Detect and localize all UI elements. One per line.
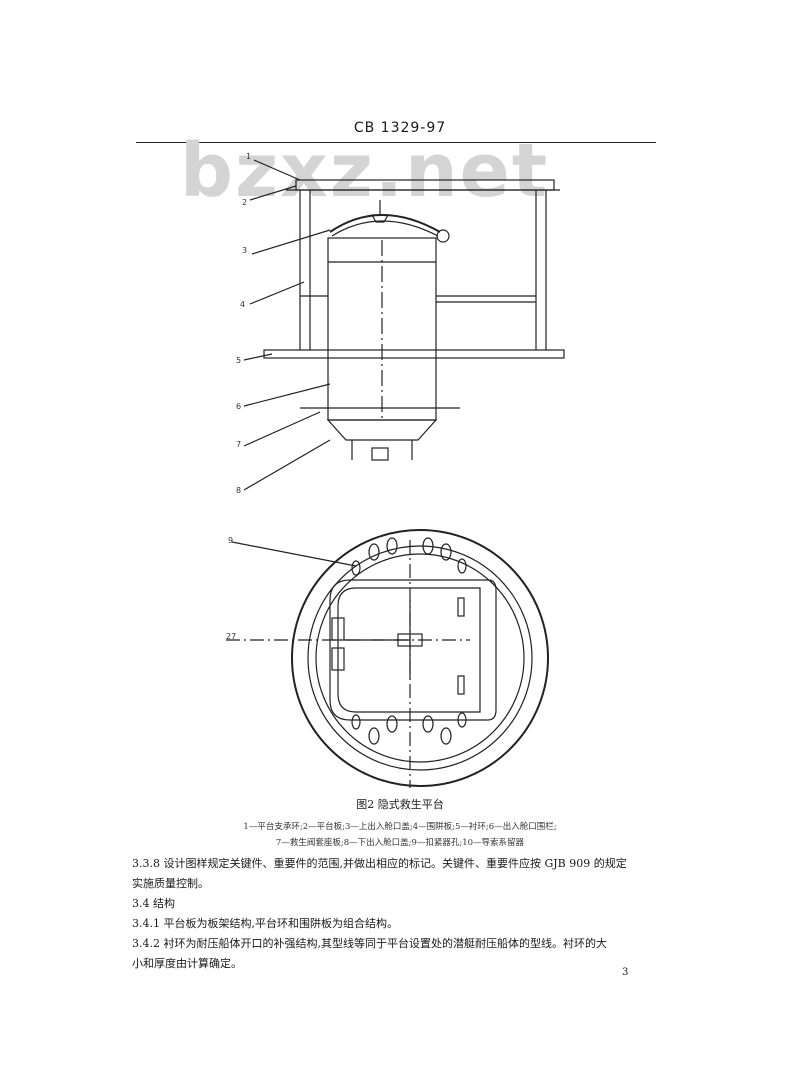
para-3-3-8: 3.3.8 设计图样规定关键件、重要件的范围,并做出相应的标记。关键件、重要件应… xyxy=(132,857,627,870)
callout-5: 5 xyxy=(236,356,242,365)
watermark: bzxz.net xyxy=(180,128,550,214)
callout-6: 6 xyxy=(236,402,242,411)
plan-outer-ring xyxy=(291,529,549,787)
para-3-3-8-cont: 实施质量控制。 xyxy=(132,877,209,890)
figure-legend-line1: 1—平台支承环;2—平台板;3—上出入舱口盖;4—围阱板;5—衬环;6—出入舱口… xyxy=(243,822,557,832)
figure-legend-line2: 7—救生阀套座板;8—下出入舱口盖;9—扣紧器孔;10—导索系留器 xyxy=(275,838,525,848)
callout-8: 8 xyxy=(236,486,242,495)
callout-2: 2 xyxy=(242,198,248,207)
para-3-4-2: 3.4.2 衬环为耐压船体开口的补强结构,其型线等同于平台设置处的潜艇耐压船体的… xyxy=(132,937,607,950)
callout-4: 4 xyxy=(240,300,246,309)
platform-drawing xyxy=(226,159,565,788)
figure-caption: 图2 隐式救生平台 xyxy=(356,798,444,811)
liner-ring xyxy=(263,349,565,359)
callout-3: 3 xyxy=(242,246,248,255)
para-3-4-1: 3.4.1 平台板为板架结构,平台环和围阱板为组合结构。 xyxy=(132,917,398,930)
page-number: 3 xyxy=(622,967,629,978)
callout-1: 1 xyxy=(246,152,252,161)
platform-plate xyxy=(295,179,555,191)
callout-9: 9 xyxy=(228,536,234,545)
callout-27: 27 xyxy=(226,632,237,641)
lower-hatch-cover xyxy=(326,419,438,441)
standard-code-header: CB 1329-97 xyxy=(353,120,447,136)
header-rule xyxy=(136,142,656,143)
para-3-4-2-cont: 小和厚度由计算确定。 xyxy=(132,957,242,970)
plan-hatch-outline xyxy=(329,579,497,721)
section-3-4: 3.4 结构 xyxy=(132,897,175,910)
callout-7: 7 xyxy=(236,440,242,449)
